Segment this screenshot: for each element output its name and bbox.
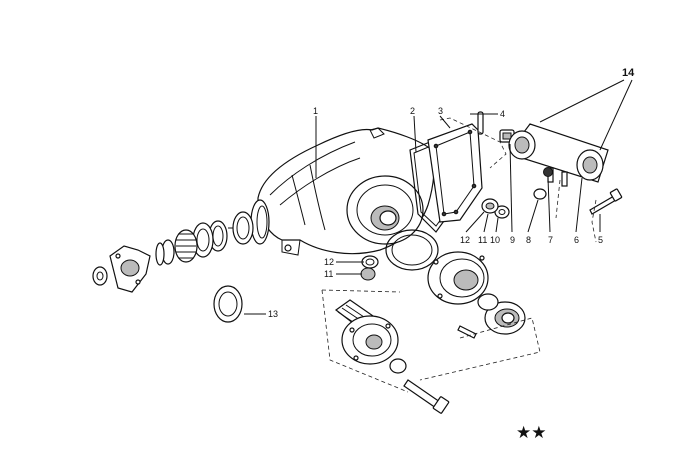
- callout-7: 7: [548, 235, 553, 245]
- callout-11-lower: 11: [324, 269, 333, 279]
- flange-nut: [92, 266, 108, 286]
- double-star-marker: ★★: [516, 423, 546, 443]
- input-flange: [109, 245, 151, 293]
- callout-6: 6: [574, 235, 579, 245]
- small-bolt: [457, 325, 477, 339]
- flange-bolt: [403, 379, 450, 414]
- assembly-guide-lines: [321, 117, 597, 393]
- leader-lines: [244, 79, 633, 315]
- mount-nut: [543, 167, 553, 177]
- output-flange-shaft: [334, 299, 399, 365]
- callout-12-lower: 12: [324, 257, 334, 267]
- pinion-gear: [174, 229, 198, 263]
- callout-2: 2: [410, 106, 415, 116]
- callout-8: 8: [526, 235, 531, 245]
- differential-housing: [257, 127, 435, 256]
- callout-4: 4: [500, 109, 505, 119]
- dowel-pin: [477, 111, 484, 135]
- pinion-bearing-inner: [192, 220, 228, 258]
- lower-plug: [360, 267, 376, 281]
- callout-1: 1: [313, 106, 318, 116]
- callout-11: 11: [478, 235, 487, 245]
- mount-bolt: [589, 188, 623, 215]
- rear-mount-bracket: [508, 123, 609, 187]
- housing-cover: [427, 123, 483, 223]
- callout-5: 5: [598, 235, 603, 245]
- output-bearing: [477, 293, 499, 311]
- housing-side-flange: [250, 199, 270, 245]
- shaft-seal-ring: [213, 285, 243, 323]
- callout-9: 9: [510, 235, 515, 245]
- pinion-bearing-outer: [228, 211, 254, 245]
- callout-10: 10: [490, 235, 500, 245]
- pinion-shims: [155, 239, 175, 266]
- flange-washer: [389, 358, 407, 374]
- callout-labels: 1 2 3 4 5 6 7 8 9 10 11 12 11 12 13 14: [268, 67, 635, 319]
- lower-plug-washer: [361, 255, 379, 269]
- callout-14: 14: [622, 67, 635, 79]
- callout-13: 13: [268, 309, 278, 319]
- side-cover-housing: [427, 251, 489, 305]
- callout-12: 12: [460, 235, 470, 245]
- drain-plug: [481, 198, 499, 214]
- mount-washer: [533, 188, 547, 200]
- side-gasket: [385, 229, 439, 271]
- output-seal: [484, 301, 526, 335]
- callout-3: 3: [438, 106, 443, 116]
